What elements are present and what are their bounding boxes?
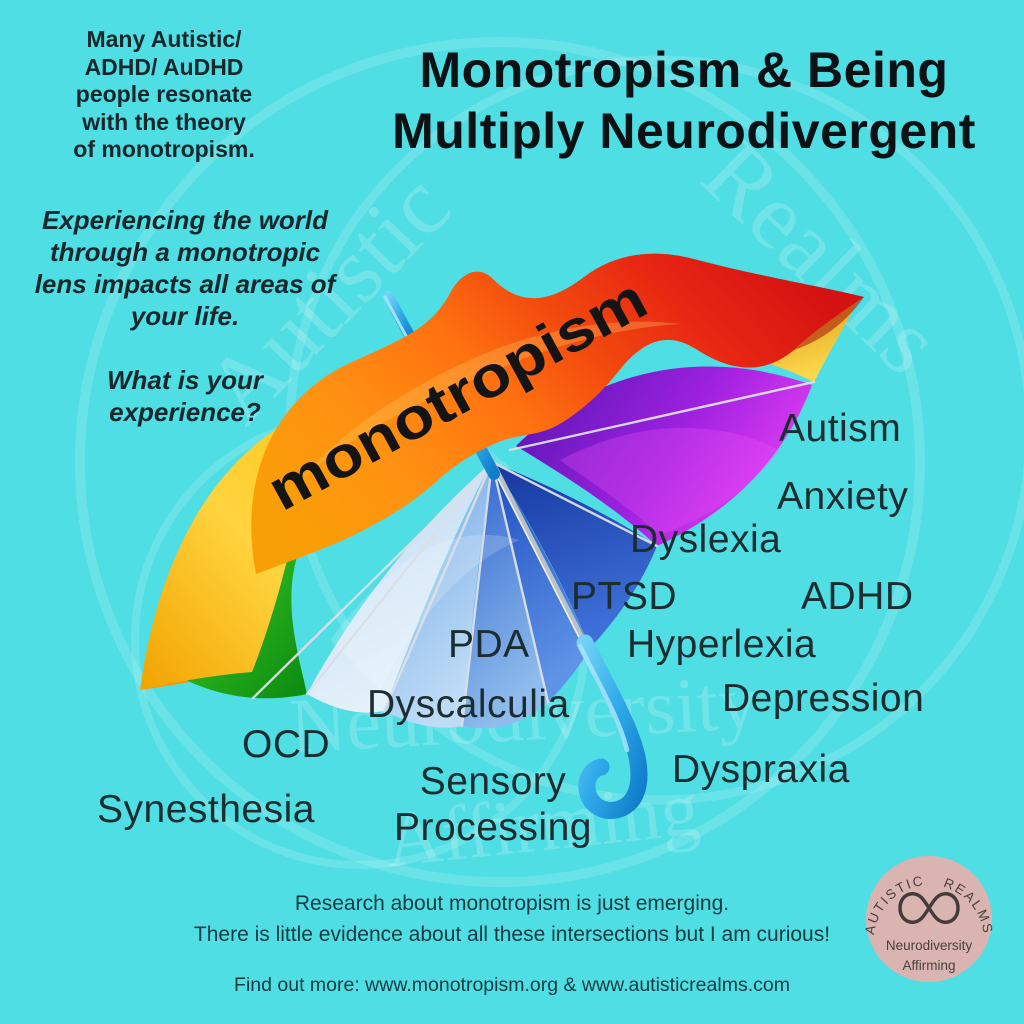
question-line: What is your [106, 365, 263, 395]
lens-line: your life. [130, 301, 240, 331]
umbrella-purple-sheen [560, 427, 780, 535]
intro-line: with the theory [82, 108, 246, 135]
research-line: There is little evidence about all these… [193, 923, 831, 946]
umbrella-underside-blue-wedge-2 [384, 462, 492, 728]
watermark-circle-large [75, 37, 925, 887]
umbrella-ferrule [382, 290, 418, 346]
umbrella-ferrule-highlight [383, 295, 408, 338]
umbrella-shaft-silver [487, 456, 589, 648]
infinity-icon [898, 892, 960, 924]
autistic-realms-logo: AUTISTIC REALMS Neurodiversity Affirming [862, 856, 994, 982]
intro-line: people resonate [75, 81, 253, 107]
umbrella-shaft-silver-highlight [487, 458, 585, 648]
logo-affirming-text: Affirming [902, 958, 955, 973]
intro-line: Many Autistic/ [86, 26, 242, 52]
umbrella-canopy-top [251, 253, 864, 575]
umbrella-underside-blue-wedge-5 [492, 462, 657, 648]
intro-line: ADHD/ AuDHD [84, 53, 244, 80]
research-note: Research about monotropism is just emerg… [112, 888, 912, 950]
umbrella-handle-hook [576, 634, 648, 819]
umbrella-canopy-sheen [300, 321, 680, 480]
condition-label-pda: PDA [448, 623, 530, 666]
umbrella-ribs [251, 380, 816, 728]
condition-label-ptsd: PTSD [571, 575, 678, 618]
condition-label-autism: Autism [779, 407, 902, 450]
lens-line: lens impacts all areas of [34, 269, 336, 299]
condition-label-adhd: ADHD [801, 575, 914, 618]
condition-label-dyscalculia: Dyscalculia [367, 683, 570, 726]
lens-line: Experiencing the world [41, 205, 329, 235]
title-line: Monotropism & Being [419, 42, 949, 98]
umbrella-handle-highlight [577, 643, 630, 753]
umbrella-underside-blue-wedge-1 [307, 462, 492, 713]
umbrella-underside-purple-wedge [516, 366, 812, 546]
lens-line: through a monotropic [49, 237, 321, 267]
condition-label-anxiety: Anxiety [777, 475, 909, 518]
condition-label-ocd: OCD [242, 723, 331, 766]
question-line: experience? [109, 397, 261, 427]
logo-circle [866, 856, 992, 982]
condition-label-dyslexia: Dyslexia [630, 518, 782, 561]
umbrella-canopy-red-fold [794, 297, 864, 350]
research-line: Research about monotropism is just emerg… [294, 892, 730, 915]
title-line: Multiply Neurodivergent [392, 103, 976, 159]
intro-line: of monotropism. [73, 136, 255, 162]
condition-label-sensory-processing: Sensory Processing [394, 760, 592, 850]
condition-label-hyperlexia: Hyperlexia [627, 623, 817, 666]
condition-label-dyspraxia: Dyspraxia [672, 748, 850, 791]
find-out-more-text: Find out more: www.monotropism.org & www… [234, 974, 790, 996]
condition-label-depression: Depression [722, 677, 925, 720]
rainbow-umbrella-illustration: monotropism [140, 253, 864, 819]
umbrella-underside-blue-wedge-4 [492, 462, 590, 702]
logo-neurodiversity-text: Neurodiversity [886, 938, 973, 953]
condition-label-synesthesia: Synesthesia [97, 788, 315, 831]
umbrella-blue-sheen [330, 534, 520, 690]
